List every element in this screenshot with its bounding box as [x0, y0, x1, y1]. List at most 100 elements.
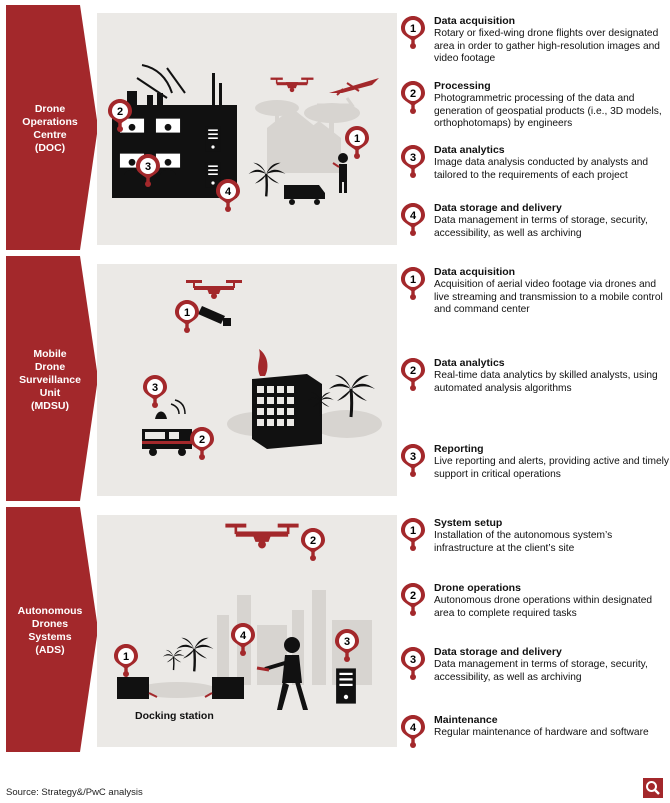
svg-text:4: 4 — [410, 210, 417, 222]
section-label-arrow — [6, 5, 98, 250]
step-title: Data acquisition — [434, 266, 516, 278]
svg-text:4: 4 — [225, 186, 232, 198]
svg-text:3: 3 — [410, 654, 416, 666]
step-description: Installation of the autonomous system’s … — [434, 530, 613, 554]
section-label: Drone Operations Centre (DOC) — [10, 103, 90, 155]
search-icon — [646, 781, 660, 795]
step-description: Acquisition of aerial video footage via … — [434, 279, 663, 316]
label-line: Autonomous — [17, 605, 83, 617]
map-pin-icon: 2 — [400, 80, 426, 114]
illustration-panel: 2 1 4 3 Docking station — [97, 515, 397, 747]
section-label: Mobile Drone Surveillance Unit (MDSU) — [10, 348, 90, 413]
label-line: (ADS) — [35, 644, 65, 656]
illustration-pin: 1 — [344, 125, 370, 159]
step-description: Live reporting and alerts, providing act… — [434, 456, 670, 480]
step-title: Reporting — [434, 443, 484, 455]
step-item: 4 Data storage and delivery Data managem… — [400, 202, 666, 252]
illustration-pin: 2 — [189, 426, 215, 460]
step-description: Data management in terms of storage, sec… — [434, 215, 648, 239]
map-pin-icon: 3 — [400, 144, 426, 178]
map-pin-icon: 3 — [400, 443, 426, 477]
section-label-arrow — [6, 507, 98, 752]
step-title: Data analytics — [434, 357, 505, 369]
source-note: Source: Strategy&/PwC analysis — [6, 787, 143, 798]
step-item: 2 Data analytics Real-time data analytic… — [400, 357, 666, 407]
operator-icon — [256, 637, 308, 710]
step-item: 1 Data acquisition Acquisition of aerial… — [400, 266, 666, 326]
label-line: Mobile — [33, 348, 67, 360]
label-line: Drone — [34, 361, 66, 373]
illustration-pin: 1 — [174, 299, 200, 333]
map-pin-icon: 4 — [400, 714, 426, 748]
label-line: Systems — [28, 631, 72, 643]
section-mdsu: Mobile Drone Surveillance Unit (MDSU) — [0, 256, 670, 501]
step-item: 1 Data acquisition Rotary or fixed-wing … — [400, 15, 666, 75]
truck-icon — [284, 185, 325, 205]
label-line: Centre — [33, 129, 67, 141]
svg-text:3: 3 — [145, 161, 151, 173]
svg-text:1: 1 — [184, 307, 190, 319]
step-title: Processing — [434, 80, 491, 92]
step-title: Data analytics — [434, 144, 505, 156]
svg-text:2: 2 — [199, 434, 205, 446]
section-label-arrow — [6, 256, 98, 501]
label-line: Operations — [22, 116, 78, 128]
illustration-pin: 2 — [300, 527, 326, 561]
svg-text:2: 2 — [310, 535, 316, 547]
svg-text:4: 4 — [240, 630, 247, 642]
svg-text:2: 2 — [410, 365, 416, 377]
svg-text:3: 3 — [410, 152, 416, 164]
svg-text:1: 1 — [410, 525, 416, 537]
map-pin-icon: 1 — [400, 266, 426, 300]
search-button[interactable] — [643, 778, 663, 798]
step-title: Data acquisition — [434, 15, 516, 27]
step-title: Data storage and delivery — [434, 646, 562, 658]
map-pin-icon: 2 — [400, 582, 426, 616]
step-description: Rotary or fixed-wing drone flights over … — [434, 28, 660, 65]
building-icon — [252, 349, 322, 449]
illustration-pin: 3 — [142, 374, 168, 408]
step-item: 3 Data storage and delivery Data managem… — [400, 646, 666, 696]
van-icon — [142, 399, 192, 456]
docking-station-label: Docking station — [135, 710, 214, 722]
step-item: 1 System setup Installation of the auton… — [400, 517, 666, 567]
step-item: 3 Reporting Live reporting and alerts, p… — [400, 443, 669, 493]
label-line: (DOC) — [34, 142, 66, 154]
illustration-pin: 1 — [113, 643, 139, 677]
map-pin-icon: 1 — [400, 15, 426, 49]
svg-text:1: 1 — [354, 133, 360, 145]
step-description: Photogrammetric processing of the data a… — [434, 93, 662, 130]
label-line: Drone — [34, 103, 66, 115]
map-pin-icon: 2 — [400, 357, 426, 391]
step-title: Data storage and delivery — [434, 202, 562, 214]
step-item: 4 Maintenance Regular maintenance of har… — [400, 714, 666, 750]
step-item: 2 Processing Photogrammetric processing … — [400, 80, 666, 140]
label-line: (MDSU) — [31, 400, 69, 412]
step-title: System setup — [434, 517, 503, 529]
step-description: Real-time data analytics by skilled anal… — [434, 370, 658, 394]
docking-station-icon — [117, 677, 149, 699]
illustration-pin: 3 — [334, 628, 360, 662]
docking-station-icon — [212, 677, 244, 699]
svg-text:3: 3 — [344, 636, 350, 648]
step-item: 2 Drone operations Autonomous drone oper… — [400, 582, 666, 632]
svg-text:4: 4 — [410, 722, 417, 734]
illustration-pin: 3 — [135, 153, 161, 187]
label-line: Drones — [31, 618, 69, 630]
section-label: Autonomous Drones Systems (ADS) — [10, 605, 90, 657]
illustration-pin: 4 — [215, 178, 241, 212]
svg-text:1: 1 — [410, 23, 416, 35]
illustration-pin: 4 — [230, 622, 256, 656]
section-ads: Autonomous Drones Systems (ADS) — [0, 507, 670, 752]
step-title: Maintenance — [434, 714, 498, 726]
svg-text:2: 2 — [410, 590, 416, 602]
illustration-pin: 2 — [107, 98, 133, 132]
operations-building — [112, 73, 237, 198]
ads-illustration — [117, 523, 372, 710]
map-pin-icon: 1 — [400, 517, 426, 551]
svg-text:3: 3 — [410, 451, 416, 463]
svg-text:3: 3 — [152, 382, 158, 394]
svg-text:2: 2 — [410, 88, 416, 100]
step-description: Data management in terms of storage, sec… — [434, 659, 648, 683]
svg-text:2: 2 — [117, 106, 123, 118]
